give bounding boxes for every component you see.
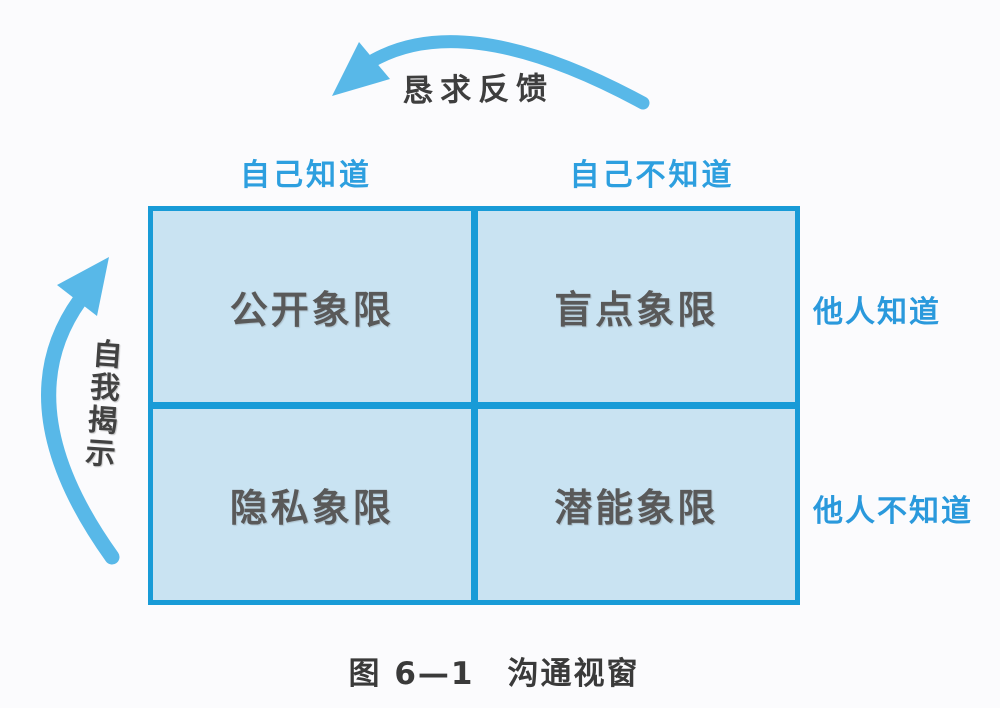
row-header-others-known: 他人知道 bbox=[813, 295, 941, 330]
row-header-others-unknown: 他人不知道 bbox=[813, 494, 973, 529]
quadrant-hidden: 隐私象限 bbox=[153, 409, 471, 600]
column-header-self-unknown: 自己不知道 bbox=[569, 158, 735, 193]
feedback-arrow-label: 恳求反馈 bbox=[401, 70, 555, 110]
quadrant-grid: 公开象限 盲点象限 隐私象限 潜能象限 bbox=[148, 206, 800, 605]
quadrant-blind: 盲点象限 bbox=[477, 211, 795, 402]
quadrant-potential: 潜能象限 bbox=[477, 409, 795, 600]
self-disclosure-arrow-label: 自我揭示 bbox=[78, 336, 123, 472]
quadrant-potential-label: 潜能象限 bbox=[554, 486, 719, 530]
quadrant-open-label: 公开象限 bbox=[229, 288, 394, 332]
quadrant-open: 公开象限 bbox=[153, 211, 471, 402]
quadrant-blind-label: 盲点象限 bbox=[554, 288, 719, 332]
quadrant-hidden-label: 隐私象限 bbox=[229, 486, 394, 530]
figure-caption: 图 6—1 沟通视窗 bbox=[348, 656, 640, 692]
column-header-self-known: 自己知道 bbox=[240, 158, 372, 193]
